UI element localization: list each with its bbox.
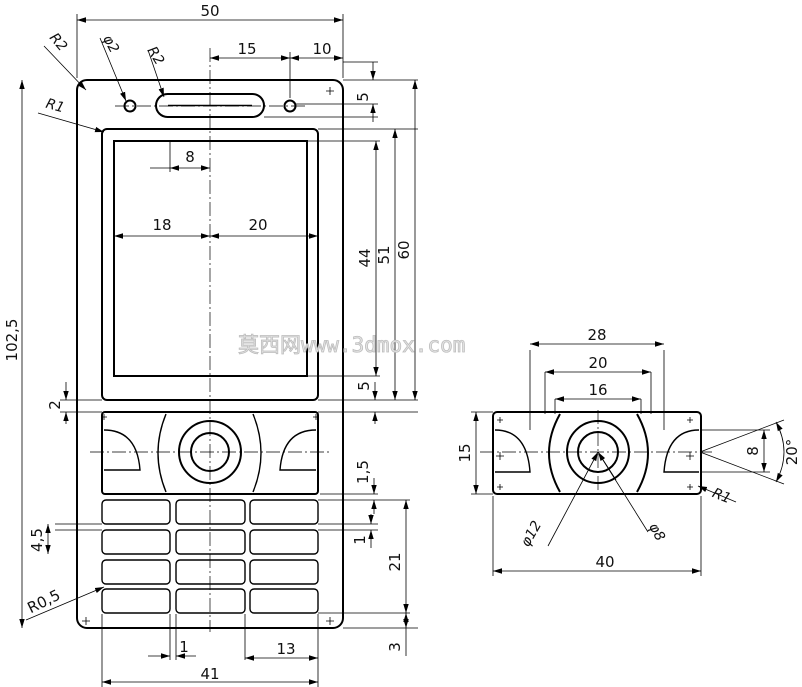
dim-side-28: 28 [587, 326, 606, 344]
dim-front-13: 13 [276, 640, 295, 658]
dim-side-radius: R1 [710, 485, 733, 507]
dim-front-5-mid: 5 [355, 381, 373, 391]
dim-front-41: 41 [200, 665, 219, 683]
dim-side-16: 16 [588, 381, 607, 399]
dim-side-dia12: φ12 [518, 518, 545, 550]
dim-front-1-bottom: 1 [179, 638, 189, 656]
dim-side-dia8: φ8 [645, 520, 668, 544]
dim-slot-radius: R2 [144, 44, 167, 68]
dim-front-height: 102,5 [3, 319, 21, 362]
dim-front-5-top: 5 [354, 92, 372, 102]
side-body-outline [492, 411, 702, 495]
dim-screen-corner-radius: R1 [44, 96, 66, 117]
dim-front-44: 44 [356, 248, 374, 267]
keypad [101, 499, 319, 614]
dim-front-60: 60 [395, 240, 413, 259]
dim-front-20: 20 [248, 216, 267, 234]
dim-front-15: 15 [237, 40, 256, 58]
dim-side-20: 20 [588, 354, 607, 372]
dim-front-1-5: 1,5 [354, 460, 372, 484]
dim-side-15: 15 [456, 443, 474, 462]
dim-front-1-gap: 1 [351, 535, 369, 545]
dim-front-10: 10 [312, 40, 331, 58]
dim-front-3: 3 [386, 642, 404, 652]
dim-side-8: 8 [744, 446, 762, 456]
dim-front-8: 8 [185, 148, 195, 166]
watermark: 莫西网www.3dmox.com [238, 333, 465, 357]
dim-side-40: 40 [595, 553, 614, 571]
screen-inner [113, 140, 308, 377]
dim-front-4-5: 4,5 [28, 528, 46, 552]
dim-side-angle: 20° [783, 439, 801, 466]
dim-corner-radius: R2 [46, 30, 70, 55]
dim-front-51: 51 [375, 245, 393, 264]
dim-front-width: 50 [200, 2, 219, 20]
dim-hole-diameter: φ2 [99, 32, 122, 56]
dim-front-2: 2 [46, 400, 64, 410]
side-view: 28 20 16 15 8 20° R1 φ12 φ8 40 [456, 326, 801, 576]
dim-front-21: 21 [386, 552, 404, 571]
dim-front-18: 18 [152, 216, 171, 234]
front-view: 50 15 10 R2 φ2 R2 R1 5 8 18 20 44 51 60 … [3, 2, 418, 687]
